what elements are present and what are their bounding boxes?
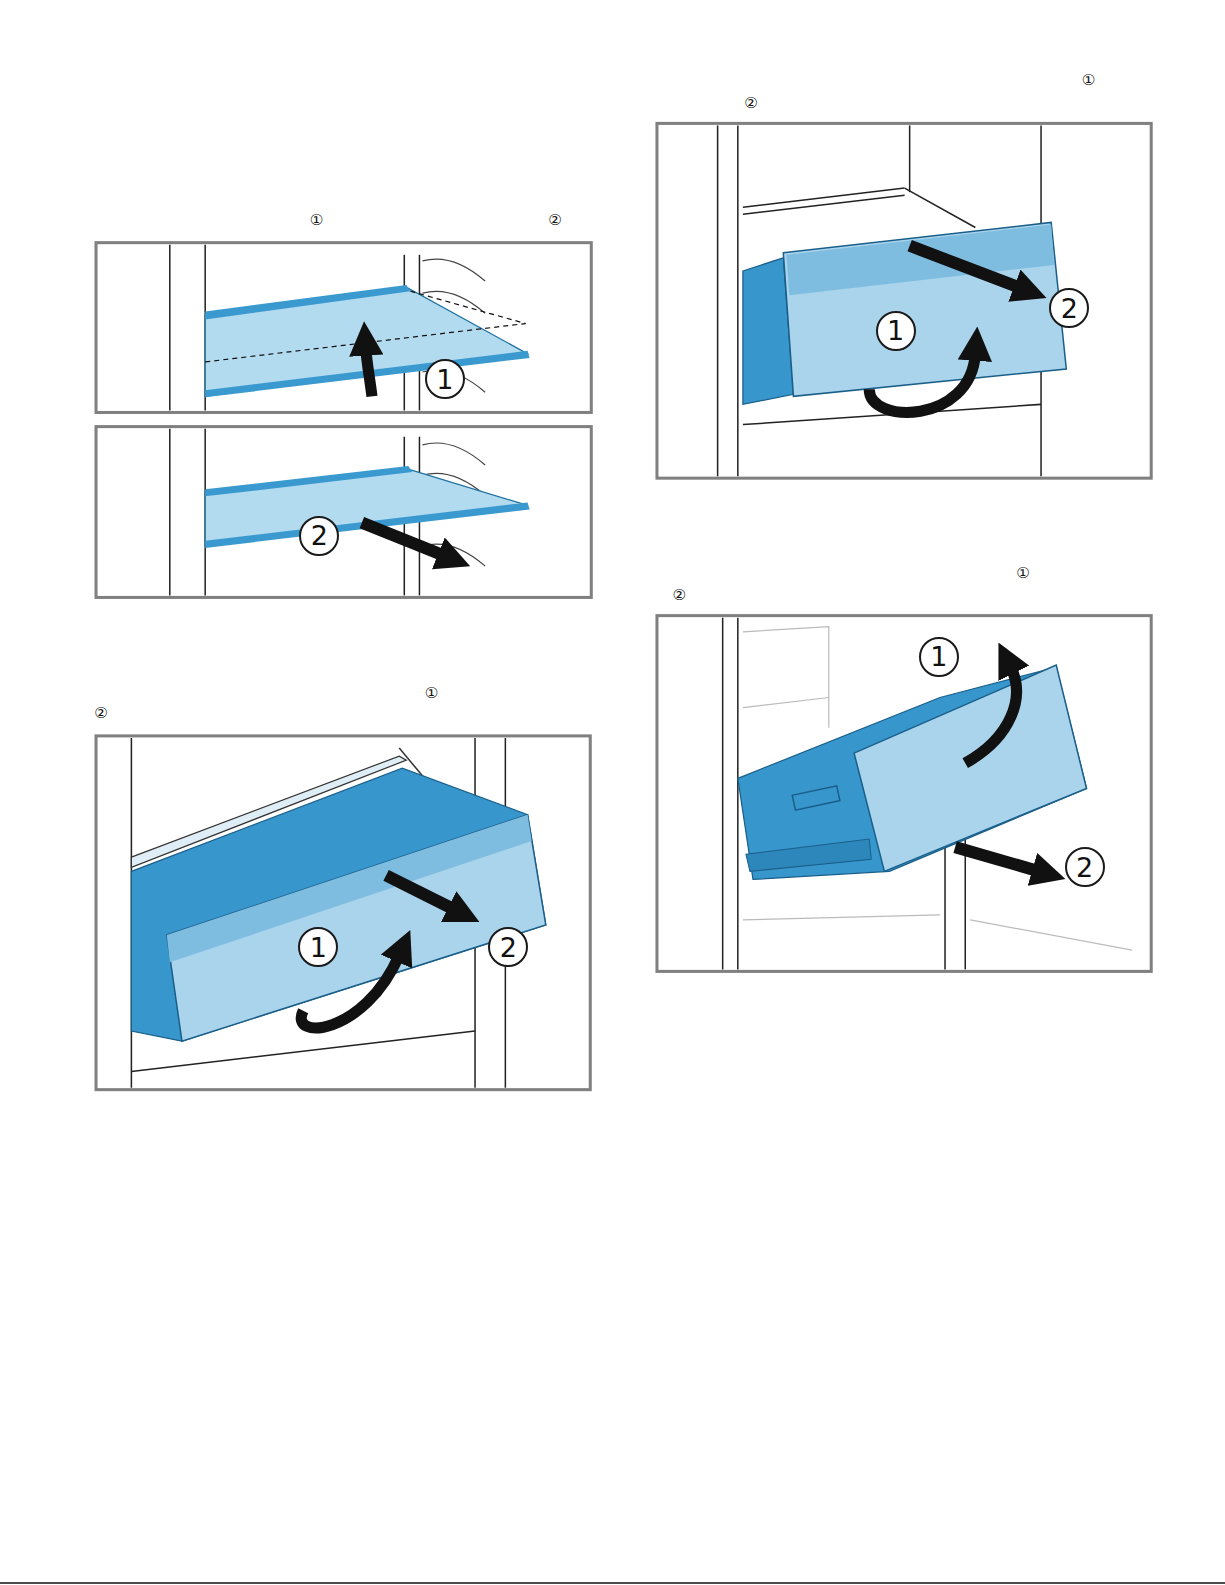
- callout-circle: 2: [1065, 847, 1105, 887]
- panel-frames: [96, 123, 1151, 1089]
- callout-circle: 2: [299, 516, 339, 556]
- crisper-drawer-figure: [131, 738, 545, 1088]
- callout-number: 1: [310, 934, 327, 961]
- callout-number: 1: [930, 643, 947, 670]
- callout-number: 2: [500, 934, 517, 961]
- callout-number: 1: [436, 366, 453, 393]
- step-marker: ①: [425, 686, 438, 701]
- step-marker: ②: [744, 96, 757, 111]
- callout-number: 1: [887, 317, 904, 344]
- callout-circle: 1: [919, 637, 959, 677]
- drawer-figure: [718, 125, 1067, 476]
- step-marker: ②: [94, 706, 107, 721]
- drawer-tilt-figure: [723, 618, 1132, 970]
- step-marker: ②: [548, 213, 561, 228]
- callout-number: 2: [311, 522, 328, 549]
- shelf-lift-figure: [170, 245, 530, 411]
- callout-circle: 2: [488, 927, 528, 967]
- step-marker: ①: [310, 213, 323, 228]
- shelf-pull-figure: [170, 429, 530, 596]
- step-marker: ①: [1082, 73, 1095, 88]
- step-marker: ①: [1016, 566, 1029, 581]
- callout-circle: 1: [425, 359, 465, 399]
- callout-number: 2: [1061, 295, 1078, 322]
- callout-circle: 1: [876, 311, 916, 351]
- callout-circle: 1: [298, 927, 338, 967]
- callout-number: 2: [1076, 854, 1093, 881]
- step-marker: ②: [672, 588, 685, 603]
- callout-circle: 2: [1049, 288, 1089, 328]
- page-rule: [0, 1582, 1225, 1584]
